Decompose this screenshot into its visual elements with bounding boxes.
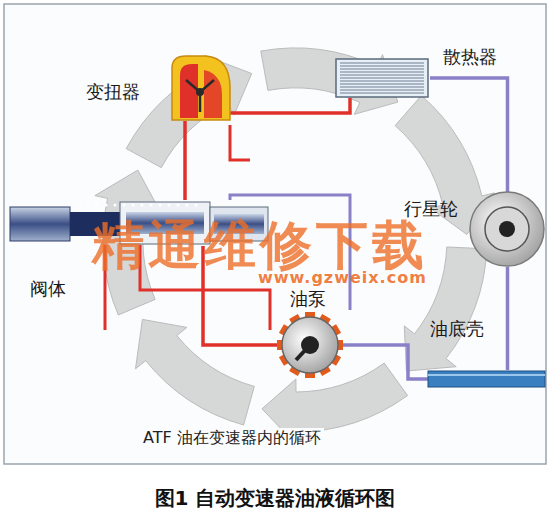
- watermark: www.gzweix.com: [258, 268, 427, 287]
- part-name: 油底壳: [430, 318, 484, 340]
- torque-converter: [172, 56, 230, 120]
- fin: [340, 87, 424, 88]
- planetary-gear-node: 行星轮: [470, 192, 545, 267]
- red-pipe: [230, 125, 250, 160]
- part-name: 变扭器: [86, 81, 140, 103]
- valve-dot: [113, 203, 116, 206]
- flow-arrow: [136, 319, 255, 425]
- oil-pan: [428, 371, 545, 387]
- oil-pipe: [230, 98, 350, 113]
- valve-dot: [185, 203, 188, 206]
- oil-pipe: [343, 345, 428, 379]
- figure-title: 图1 自动变速器油液循环图: [155, 486, 396, 510]
- part-name: 散热器: [443, 46, 497, 68]
- fin: [340, 66, 424, 67]
- radiator: [336, 59, 428, 97]
- valve-dot: [95, 203, 98, 206]
- oil-pump: [277, 312, 343, 378]
- valve-dot: [167, 203, 170, 206]
- valve-dot: [86, 203, 89, 206]
- caption: ATF 油在变速器内的循环: [140, 428, 324, 447]
- frame: [4, 4, 546, 464]
- planetary-gear: [470, 192, 544, 266]
- valve-dot: [158, 203, 161, 206]
- oil-pan-node: 油底壳: [428, 370, 545, 388]
- valve-dot: [140, 203, 143, 206]
- fin: [340, 69, 424, 70]
- part-name: 阀体: [30, 278, 66, 300]
- fin: [340, 90, 424, 91]
- oil-pipe: [506, 267, 510, 370]
- oil-pump-node: 油泵: [277, 312, 343, 378]
- fin: [340, 78, 424, 79]
- torque-converter-node: 变扭器: [170, 55, 230, 121]
- oil-pipe: [183, 121, 187, 200]
- fin: [340, 81, 424, 82]
- watermark: 精通维修下载: [92, 214, 428, 276]
- valve-dot: [194, 203, 197, 206]
- fin: [340, 75, 424, 76]
- oil-pipe: [430, 78, 508, 192]
- fin: [340, 63, 424, 64]
- valve-dot: [149, 203, 152, 206]
- valve-dot: [176, 203, 179, 206]
- valve-dot: [122, 203, 125, 206]
- part-name: 油泵: [290, 288, 326, 310]
- radiator-node: 散热器: [335, 58, 430, 98]
- valve-dot: [104, 203, 107, 206]
- valve-dot: [131, 203, 134, 206]
- fin: [340, 72, 424, 73]
- fin: [340, 84, 424, 85]
- fin: [340, 93, 424, 94]
